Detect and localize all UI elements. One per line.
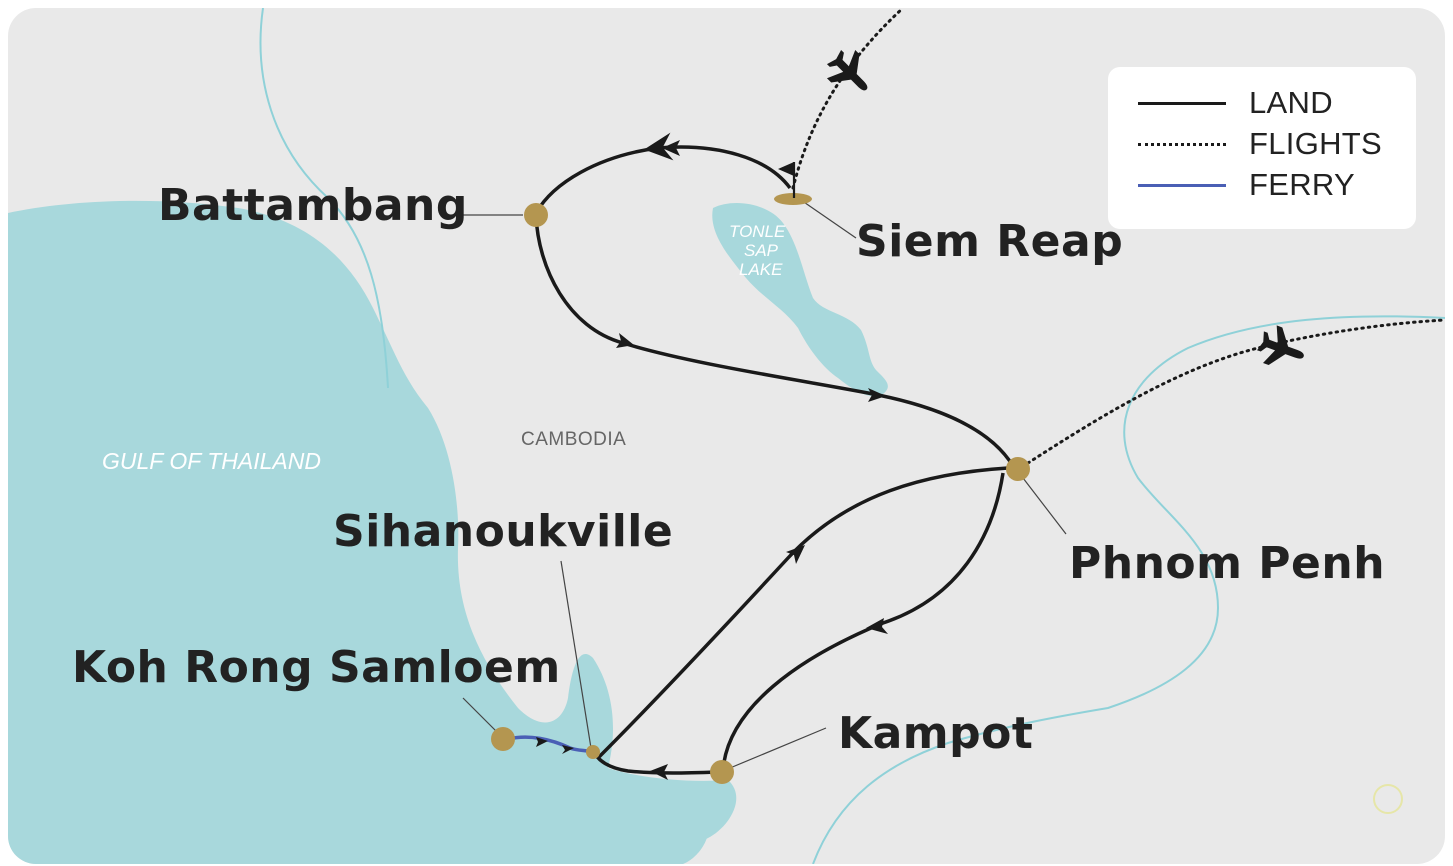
legend-row-ferry: FERRY [1138,167,1408,203]
legend-row-flights: FLIGHTS [1138,126,1408,162]
flight-path-siem-reap [791,8,905,190]
legend-label-land: LAND [1249,85,1333,120]
flight-path-phnom-penh [1026,318,1445,465]
route-kampot-to-sihanoukville [593,752,719,775]
map-canvas [8,8,1445,864]
lake-label-line3: LAKE [739,260,783,279]
ferry-arrow [562,745,574,754]
legend-row-land: LAND [1138,85,1408,121]
leader-line-phnom-penh [1022,477,1067,535]
legend-label-flights: FLIGHTS [1249,126,1383,161]
leader-line-sihanoukville [560,560,592,749]
coastal-inlet [648,816,709,864]
river-west [259,8,389,389]
battambang-marker [524,203,548,227]
legend-label-ferry: FERRY [1249,167,1356,202]
ferry-arrow [536,737,548,747]
route-arrow [868,388,886,402]
flag-icon [778,162,794,176]
city-label-koh-rong-samloem: Koh Rong Samloem [72,642,561,693]
map-card: GULF OF THAILAND CAMBODIA TONLE SAP LAKE… [8,8,1445,864]
city-label-sihanoukville: Sihanoukville [333,506,674,557]
siem-reap-marker [774,193,812,205]
koh-rong-samloem-marker [491,727,515,751]
gulf-label: GULF OF THAILAND [102,448,321,474]
city-label-battambang: Battambang [158,180,468,231]
route-arrow [662,140,680,156]
lake-label-line2: SAP [744,241,779,260]
decorative-ring [1373,784,1403,814]
sihanoukville-marker [586,745,600,759]
city-label-phnom-penh: Phnom Penh [1069,538,1386,589]
airplane-icon [826,49,868,91]
city-label-kampot: Kampot [838,708,1034,759]
legend-swatch-ferry [1138,184,1226,187]
country-label: CAMBODIA [521,429,627,450]
kampot-marker [710,760,734,784]
phnom-penh-marker [1006,457,1030,481]
route-arrow [786,545,805,564]
river-mekong [812,315,1445,864]
legend-swatch-flights [1138,143,1226,146]
city-label-siem-reap: Siem Reap [856,216,1124,267]
lake-label-line1: TONLE [729,222,786,241]
leader-line-koh-rong [462,697,499,734]
route-battambang-to-phnom-penh [534,214,1015,467]
airplane-icon [1257,325,1304,366]
leader-line-kampot [729,727,827,769]
route-siem-reap-to-battambang [534,132,792,214]
leader-line-siem-reap [797,197,857,239]
route-arrow [866,618,888,634]
tonle-sap-lake [712,203,888,397]
route-arrow [616,333,634,348]
gulf-of-thailand-water [8,200,737,864]
legend-swatch-land [1138,102,1226,105]
map-legend: LAND FLIGHTS FERRY [1108,67,1416,229]
route-arrow [650,764,668,780]
route-sihanoukville-to-phnom-penh [596,466,1009,760]
